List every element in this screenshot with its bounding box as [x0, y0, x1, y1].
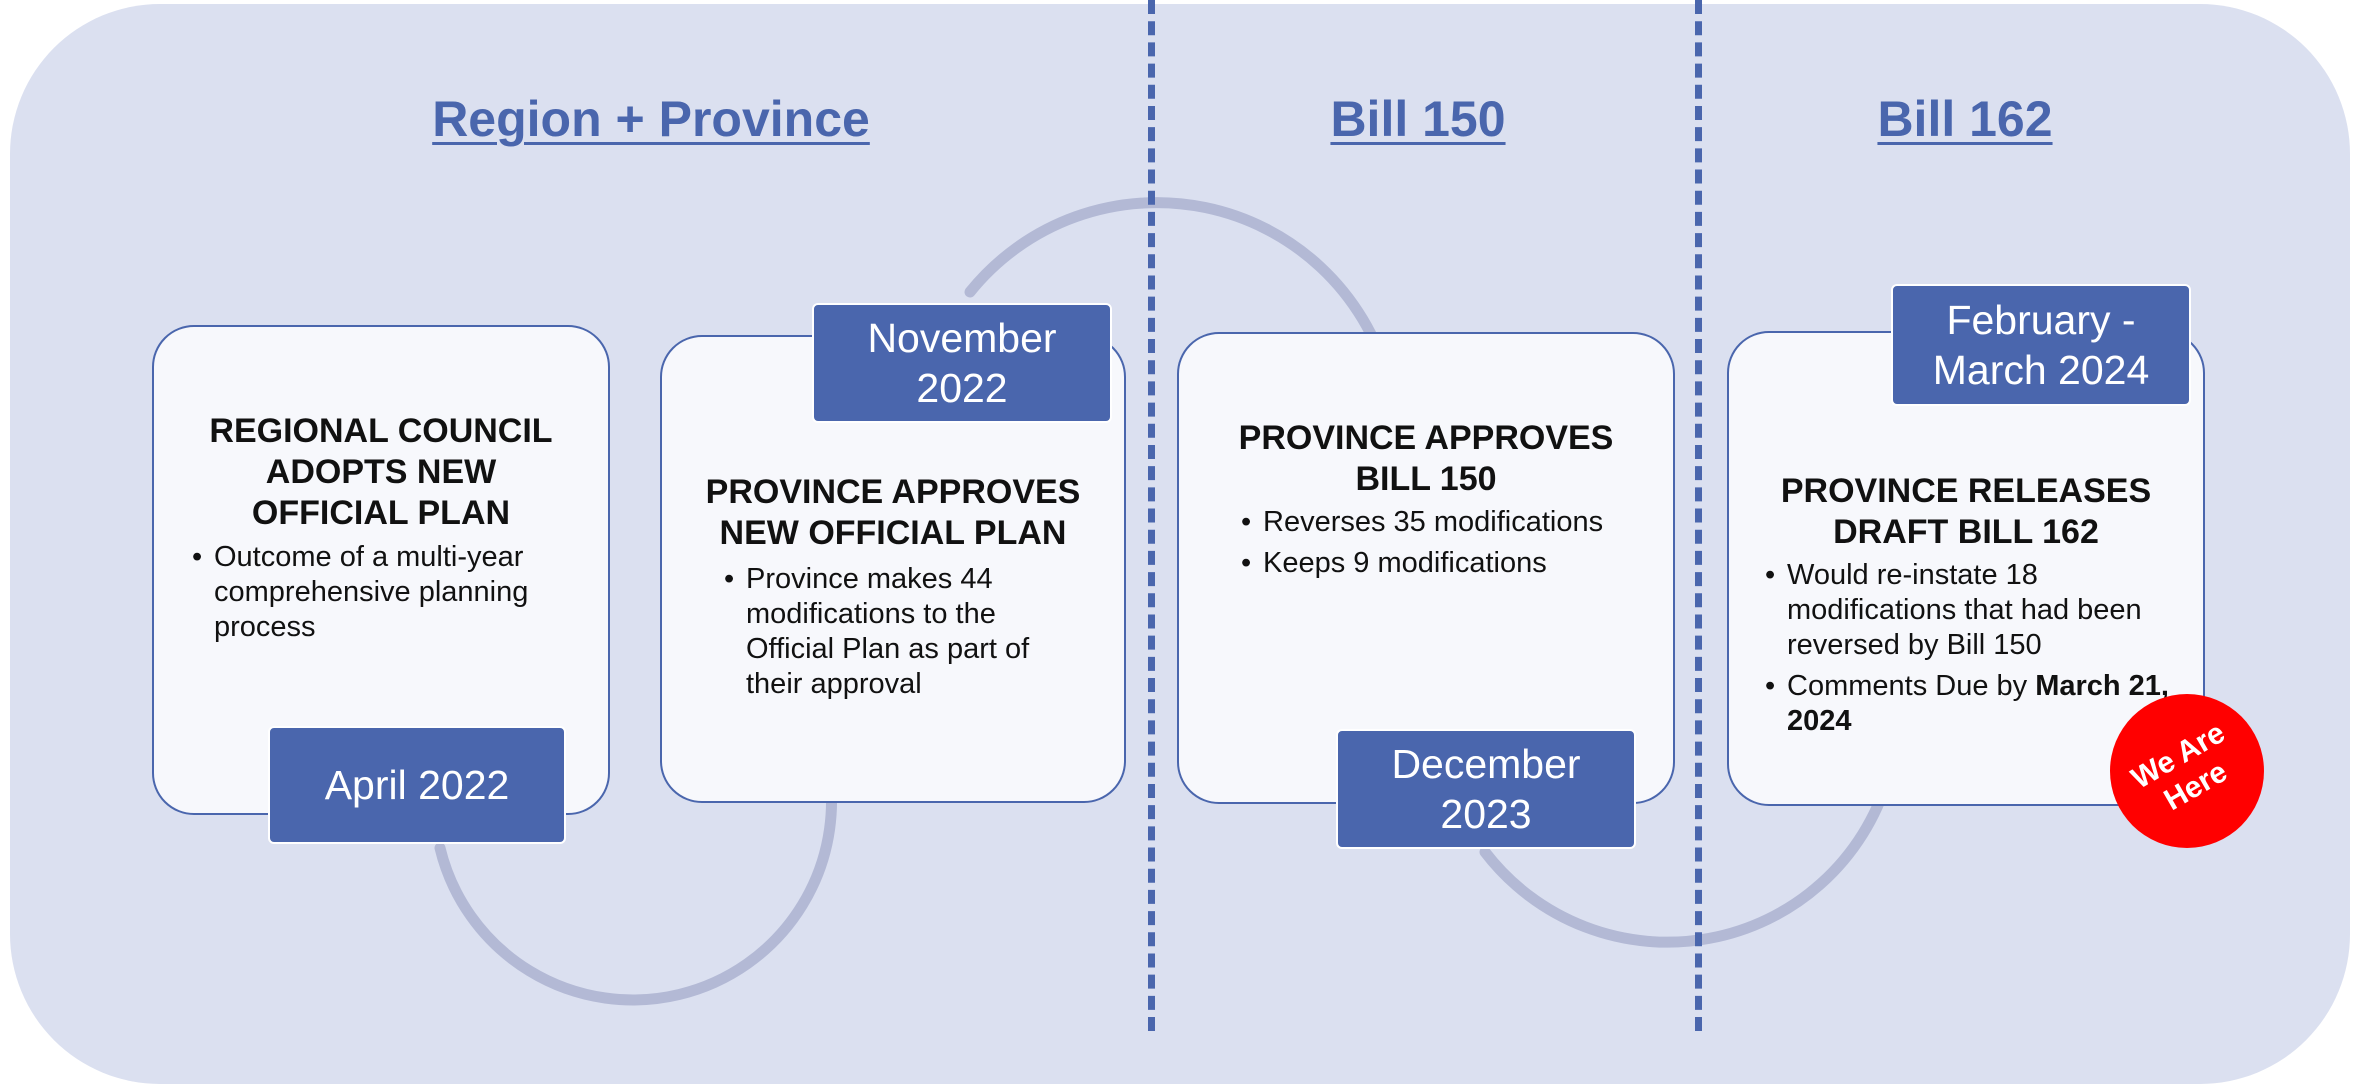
- step-title: PROVINCE APPROVES NEW OFFICIAL PLAN: [705, 473, 1081, 552]
- due-date: March 21, 2024: [1787, 670, 2169, 737]
- bullet-item: Would re-instate 18 modifications that h…: [1765, 558, 2175, 663]
- step-title: REGIONAL COUNCIL ADOPTS NEW OFFICIAL PLA…: [209, 412, 553, 532]
- connector-arcs: [434, 197, 1894, 1006]
- date-label-april-2022: April 2022: [268, 726, 566, 844]
- bullet-text: Comments Due by: [1787, 670, 2036, 702]
- bullet-item: Reverses 35 modifications: [1241, 505, 1651, 540]
- connector-arc-1: [434, 749, 838, 1006]
- connector-arc-3: [1479, 772, 1894, 948]
- step-bullets: Outcome of a multi-year comprehensive pl…: [192, 540, 572, 651]
- date-label-november-2022: November 2022: [812, 303, 1112, 423]
- step-bullets: Would re-instate 18 modifications that h…: [1765, 558, 2175, 745]
- step-card-bill-150: PROVINCE APPROVES BILL 150 Reverses 35 m…: [1177, 332, 1675, 804]
- section-divider-1: [1148, 0, 1155, 1031]
- bullet-item: Province makes 44 modifications to the O…: [724, 562, 1084, 702]
- step-bullets: Province makes 44 modifications to the O…: [724, 562, 1084, 708]
- section-heading-bill-150: Bill 150: [1330, 91, 1506, 147]
- bullet-item: Keeps 9 modifications: [1241, 546, 1651, 581]
- section-heading-bill-162: Bill 162: [1877, 91, 2053, 147]
- we-are-here-badge: We Are Here: [2110, 694, 2264, 848]
- section-heading-region-province: Region + Province: [432, 91, 870, 147]
- step-title: PROVINCE APPROVES BILL 150: [1238, 419, 1614, 498]
- section-divider-2: [1695, 0, 1702, 1031]
- bullet-item: Comments Due by March 21, 2024: [1765, 669, 2175, 739]
- connector-arc-2: [964, 197, 1394, 384]
- date-label-december-2023: December 2023: [1336, 729, 1636, 849]
- step-title: PROVINCE RELEASES DRAFT BILL 162: [1780, 472, 2152, 551]
- bullet-item: Outcome of a multi-year comprehensive pl…: [192, 540, 572, 645]
- timeline-diagram: Region + Province Bill 150 Bill 162 REGI…: [0, 0, 2357, 1031]
- date-label-february-march-2024: February - March 2024: [1891, 284, 2191, 406]
- step-bullets: Reverses 35 modifications Keeps 9 modifi…: [1241, 505, 1651, 587]
